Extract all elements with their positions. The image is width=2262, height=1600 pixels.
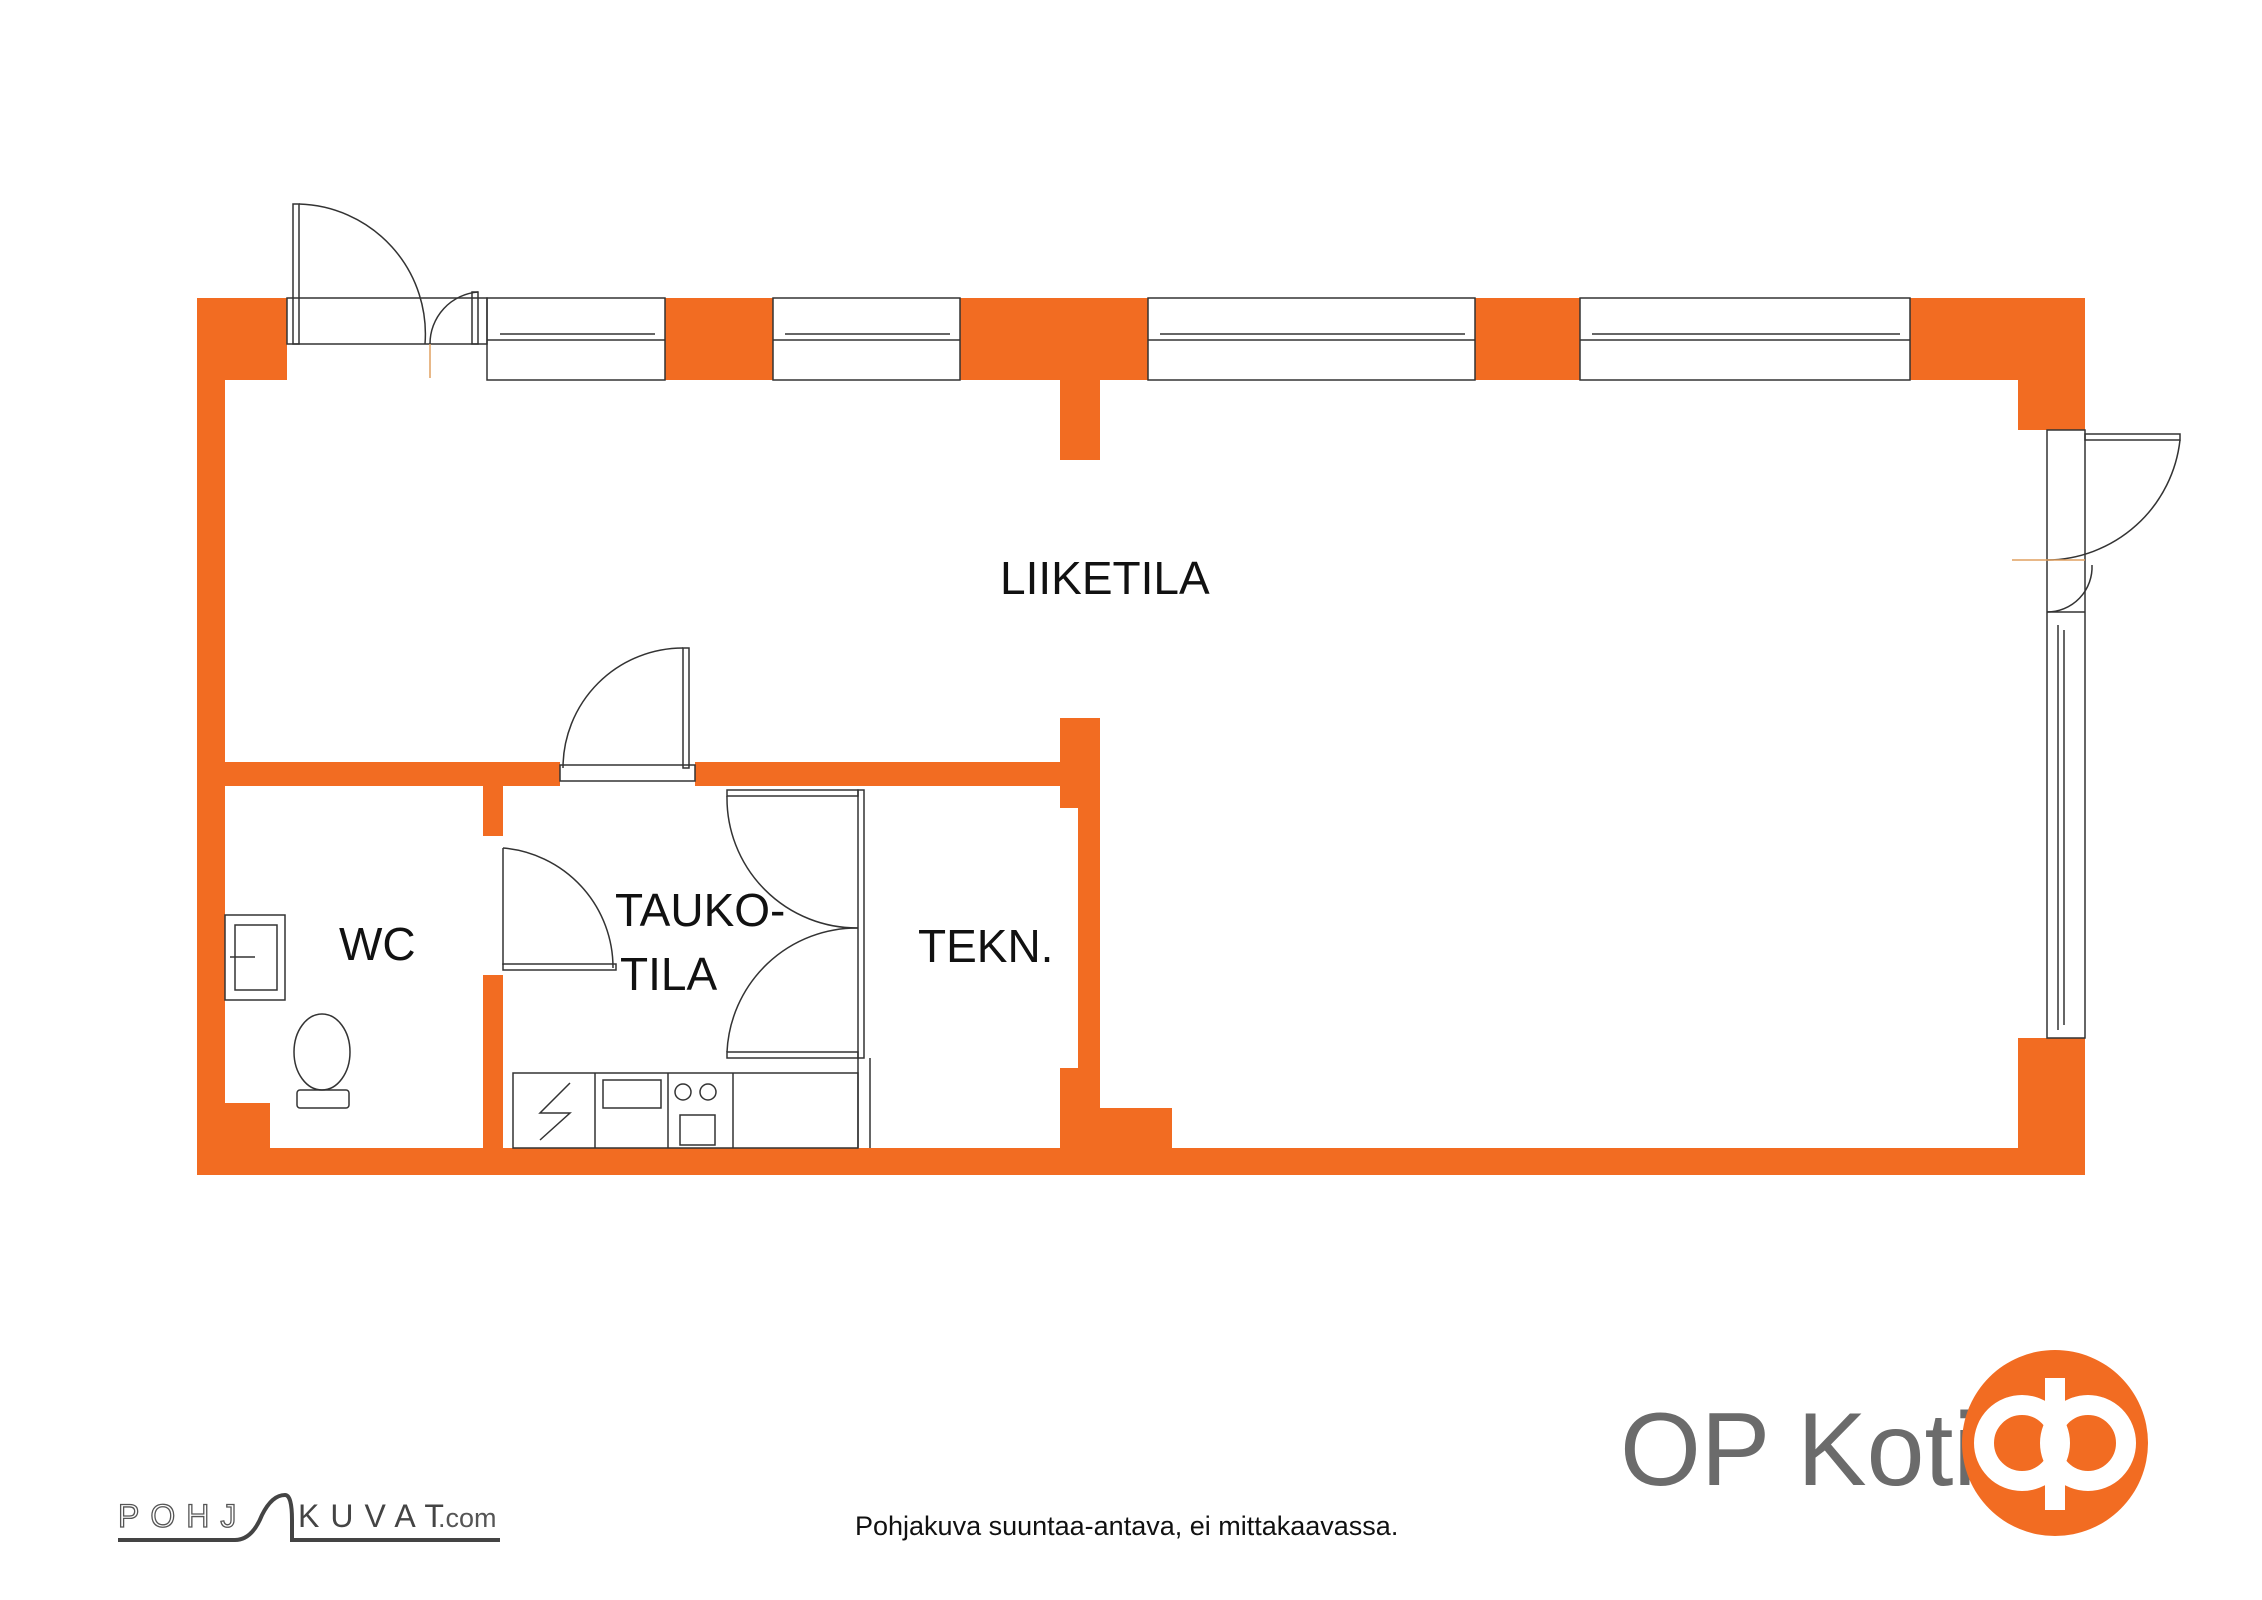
wall-service-stub xyxy=(1100,1108,1172,1148)
washbasin xyxy=(224,914,286,1001)
wall-wc-tauko-upper xyxy=(483,786,503,836)
top-windows xyxy=(486,297,1911,381)
window-top-3 xyxy=(1147,297,1476,381)
wall-pier-top-1 xyxy=(665,298,773,380)
stove-ring-2 xyxy=(699,1083,717,1101)
window-top-1 xyxy=(486,297,666,381)
pohjakuvat-logo: POHJ KUVAT .com xyxy=(117,1492,500,1542)
kitchen-counter xyxy=(512,1072,859,1149)
window-top-2 xyxy=(772,297,961,381)
credit-pohj: POHJ xyxy=(118,1498,247,1534)
wall-corner-top-left xyxy=(197,298,287,380)
sink xyxy=(602,1079,662,1109)
room-label-liiketila: LIIKETILA xyxy=(1000,552,1210,604)
disclaimer-text: Pohjakuva suuntaa-antava, ei mittakaavas… xyxy=(855,1511,1398,1541)
toilet xyxy=(293,1013,351,1091)
room-label-tekn: TEKN. xyxy=(918,920,1053,972)
wall-pier-top-4 xyxy=(1910,298,2085,380)
door-tech-double xyxy=(726,789,871,1148)
brand-name: OP Koti xyxy=(1620,1392,1976,1508)
wall-tech-inner xyxy=(1060,1068,1100,1148)
wall-column xyxy=(1060,380,1100,460)
stove-ring-1 xyxy=(674,1083,692,1101)
entrance-door-top xyxy=(286,203,488,378)
fridge-symbol xyxy=(538,1082,572,1141)
wall-left xyxy=(197,380,225,1175)
op-logo-icon xyxy=(1962,1350,2148,1536)
wall-service-right-upper xyxy=(1060,718,1100,808)
dishwasher xyxy=(679,1114,716,1146)
wall-pier-top-3 xyxy=(1475,298,1580,380)
door-wc xyxy=(502,847,617,971)
wall-tech-top xyxy=(695,762,1060,786)
room-label-tauko-2: TILA xyxy=(620,948,717,1000)
room-label-tauko-1: TAUKO- xyxy=(615,884,785,936)
wall-wc-top xyxy=(225,762,560,786)
credit-domain: .com xyxy=(438,1503,497,1533)
credit-kuvat: KUVAT xyxy=(298,1498,455,1534)
kitchenette xyxy=(512,1072,859,1149)
window-top-4 xyxy=(1579,297,1911,381)
room-label-wc: WC xyxy=(339,918,416,970)
exterior-walls xyxy=(197,298,2085,1175)
wall-pier-top-2 xyxy=(960,298,1148,380)
door-tauko-entry xyxy=(559,647,696,782)
tech-notch xyxy=(1060,808,1078,1068)
wall-wc-tauko-lower xyxy=(483,975,503,1148)
side-door-right xyxy=(2012,429,2181,1039)
wall-corner-top-right xyxy=(2018,380,2085,430)
wc-fixtures xyxy=(224,914,351,1109)
wall-bottom-left-stub xyxy=(225,1103,270,1148)
wall-bottom xyxy=(197,1148,2085,1175)
